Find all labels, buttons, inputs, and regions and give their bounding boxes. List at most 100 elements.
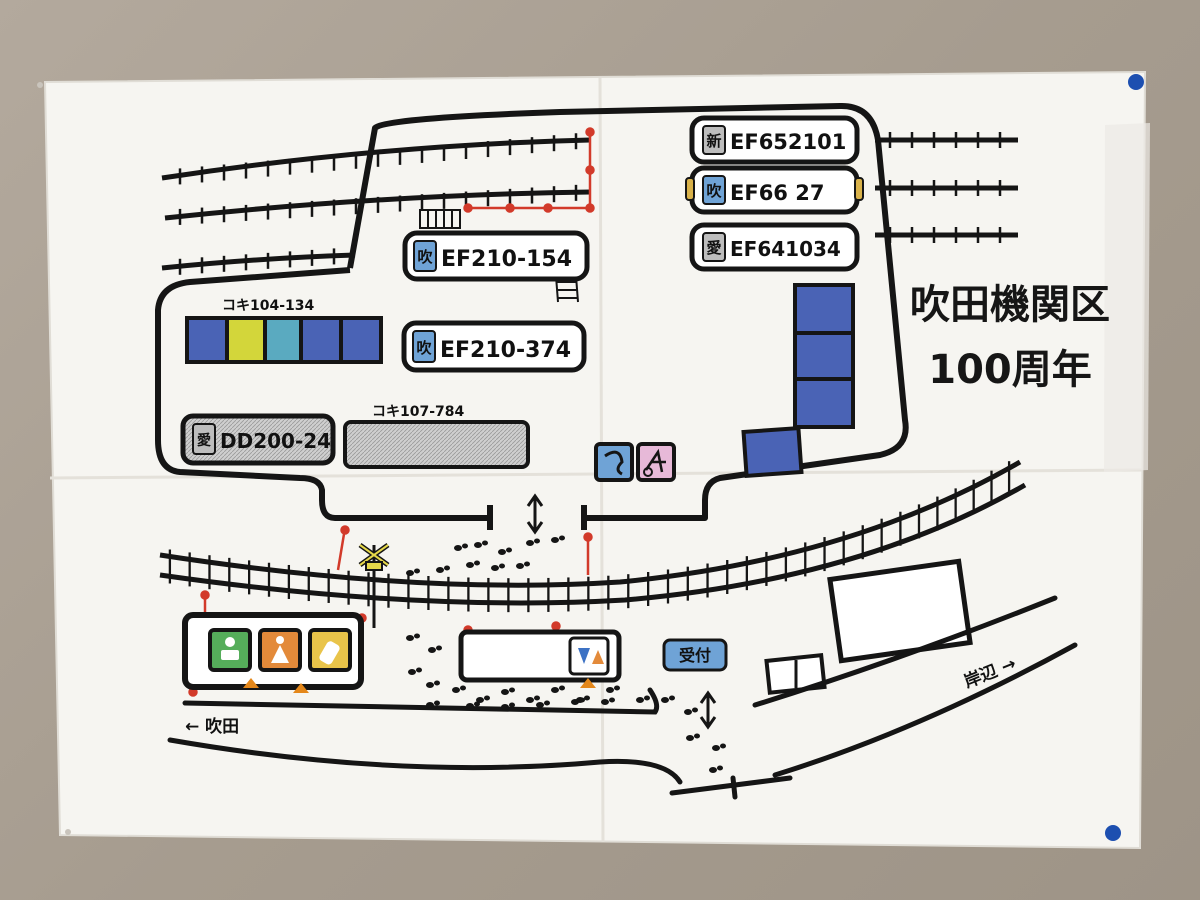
footprints-path xyxy=(406,535,726,773)
tack xyxy=(65,829,71,835)
footprint xyxy=(717,765,723,771)
reception-sign[interactable]: 受付 xyxy=(662,638,728,672)
wheelchair-icon[interactable] xyxy=(636,442,676,482)
stairs-icon xyxy=(419,209,461,229)
freight-car-koki107[interactable] xyxy=(343,420,530,469)
loco-number: EF641034 xyxy=(730,237,841,261)
footprint xyxy=(501,689,509,695)
track-group-left xyxy=(161,133,591,275)
loco-ef64[interactable]: 愛 EF641034 xyxy=(689,222,860,272)
footprint xyxy=(526,540,534,546)
koki104-label: コキ104-134 xyxy=(222,298,315,314)
footprint xyxy=(501,704,509,710)
womens-restroom-icon[interactable] xyxy=(258,628,302,672)
footprint xyxy=(614,685,620,691)
footprint xyxy=(526,697,534,703)
loco-ef66[interactable]: 吹 EF66 27 xyxy=(685,165,864,215)
railroad-crossing-icon xyxy=(358,542,390,628)
footprint xyxy=(534,538,540,544)
loco-prefix: 愛 xyxy=(706,239,721,257)
footprint xyxy=(551,687,559,693)
footprint xyxy=(426,682,434,688)
reception-label: 受付 xyxy=(679,646,711,665)
loco-number: DD200-24 xyxy=(220,429,331,453)
loco-prefix: 吹 xyxy=(417,248,433,266)
restroom-icon[interactable] xyxy=(568,636,610,676)
footprint xyxy=(509,687,515,693)
loco-ef210-154[interactable]: 吹 EF210-154 xyxy=(402,230,590,282)
footprint xyxy=(474,701,480,707)
footprint xyxy=(661,697,669,703)
footprint xyxy=(551,537,559,543)
footprint xyxy=(462,543,468,549)
loco-ef210-374[interactable]: 吹 EF210-374 xyxy=(401,320,587,373)
footprint xyxy=(414,568,420,574)
footprint xyxy=(460,685,466,691)
footprint xyxy=(444,565,450,571)
direction-suita: ← 吹田 xyxy=(185,716,239,737)
roads xyxy=(167,595,1078,800)
footprint xyxy=(579,697,585,703)
footprint xyxy=(482,540,488,546)
orange-marker xyxy=(580,678,596,688)
loco-prefix: 吹 xyxy=(706,182,722,200)
koki107-label: コキ107-784 xyxy=(372,404,465,420)
footprint xyxy=(484,695,490,701)
footprint xyxy=(474,560,480,566)
loco-dd200[interactable]: 愛 DD200-24 xyxy=(180,413,336,466)
two-way-arrow-icon xyxy=(699,690,717,730)
depot-outline xyxy=(155,102,909,521)
footprint xyxy=(524,561,530,567)
footprint xyxy=(499,563,505,569)
freight-car-koki104[interactable] xyxy=(185,316,383,364)
footprint xyxy=(476,697,484,703)
loco-ef65[interactable]: 新 EF652101 xyxy=(689,115,860,165)
push-pin xyxy=(1128,74,1144,90)
title-line1: 吹田機関区 xyxy=(910,282,1110,328)
footprint xyxy=(454,545,462,551)
orange-marker xyxy=(243,678,259,688)
footprint xyxy=(606,687,614,693)
footprint xyxy=(436,567,444,573)
footprint xyxy=(720,743,726,749)
footprint xyxy=(506,547,512,553)
footprint xyxy=(406,570,414,576)
footprint xyxy=(491,565,499,571)
footprint xyxy=(416,667,422,673)
loco-number: EF210-154 xyxy=(441,247,572,272)
footprint xyxy=(509,702,515,708)
footprint xyxy=(516,563,524,569)
footprint xyxy=(406,635,414,641)
footprint xyxy=(498,549,506,555)
tack xyxy=(37,82,43,88)
footprint xyxy=(474,542,482,548)
footprint xyxy=(534,695,540,701)
footprint xyxy=(709,767,717,773)
loco-prefix: 新 xyxy=(706,132,721,150)
footprint xyxy=(408,669,416,675)
footprint xyxy=(434,680,440,686)
push-pin xyxy=(1105,825,1121,841)
loco-prefix: 吹 xyxy=(416,339,432,357)
footprint xyxy=(584,695,590,701)
nursing-room-icon[interactable] xyxy=(208,628,252,672)
footprint xyxy=(466,703,474,709)
footprint xyxy=(669,695,675,701)
baby-bottle-icon[interactable] xyxy=(308,628,352,672)
footprint xyxy=(609,697,615,703)
accessible-info-icon[interactable] xyxy=(594,442,634,482)
container-stack[interactable] xyxy=(741,283,855,478)
footprint xyxy=(426,702,434,708)
footprint xyxy=(434,700,440,706)
footprint xyxy=(712,745,720,751)
footprint xyxy=(694,733,700,739)
footprint xyxy=(436,645,442,651)
footprint xyxy=(684,709,692,715)
track-group-right xyxy=(875,132,1018,243)
footprint xyxy=(536,702,544,708)
orange-marker xyxy=(293,683,309,693)
loco-number: EF652101 xyxy=(730,130,846,154)
loco-prefix: 愛 xyxy=(197,432,211,449)
